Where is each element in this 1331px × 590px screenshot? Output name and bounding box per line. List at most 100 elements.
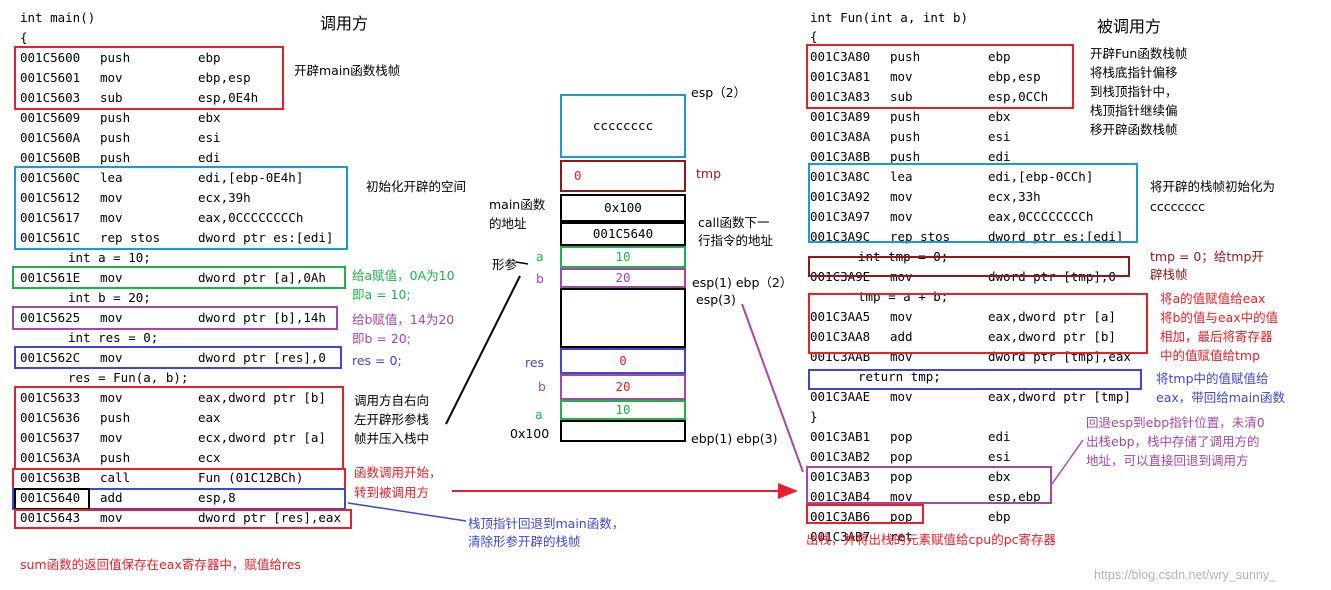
asm-arg: ebx [198,110,221,125]
add-ab-notes-line: 相加，最后将寄存器 [1160,329,1273,344]
asm-arg: edi,[ebp-0E4h] [198,170,304,185]
label-b: b [536,271,544,286]
esp-ebp-line [741,303,804,473]
label-a2: a [535,407,543,422]
note-call-2: 转到被调用方 [354,485,430,500]
asm-op: add [890,329,913,344]
asm-op: mov [100,390,123,405]
source-text: int res = 0; [68,330,159,345]
asm-addr: 001C3A9C [810,229,871,244]
asm-arg: ecx [198,450,221,465]
label-esp2: esp（2） [691,85,747,100]
asm-addr: 001C3A80 [810,49,871,64]
asm-arg: esi [988,449,1011,464]
asm-op: push [890,149,921,164]
note-assign-a-2: 即a = 10; [352,287,411,302]
stack-cell [560,420,686,442]
asm-addr: 001C5612 [20,190,81,205]
fun-header: int Fun(int a, int b) [810,10,969,25]
asm-arg: Fun (01C12BCh) [198,470,304,485]
stack-cell: 001C5640 [560,222,686,246]
asm-op: pop [890,469,913,484]
source-text: tmp = a + b; [858,289,949,304]
asm-op: push [100,450,131,465]
note-tmp-zero-2: 辟栈帧 [1150,267,1188,282]
asm-arg: eax,0CCCCCCCCh [198,210,304,225]
asm-op: push [890,109,921,124]
brace-text: } [810,409,818,424]
asm-op: mov [890,189,913,204]
label-esp1-ebp2: esp(1) ebp（2） [692,275,793,290]
main-brace: { [20,30,28,45]
asm-addr: 001C3AB2 [810,449,871,464]
asm-addr: 001C560B [20,150,81,165]
asm-arg: eax,dword ptr [b] [988,329,1116,344]
asm-op: mov [100,210,123,225]
asm-arg: dword ptr [res],eax [198,510,341,525]
asm-arg: ebp [988,509,1011,524]
asm-arg: edi,[ebp-0CCh] [988,169,1094,184]
note-assign-res: res = 0; [352,353,402,368]
note-main-prologue: 开辟main函数栈帧 [294,63,401,78]
asm-arg: edi [988,429,1011,444]
asm-addr: 001C5617 [20,210,81,225]
source-text: int b = 20; [68,290,151,305]
asm-addr: 001C3A97 [810,209,871,224]
add-ab-notes-line: 将a的值赋值给eax [1160,291,1266,306]
asm-op: sub [100,90,123,105]
asm-addr: 001C3AB1 [810,429,871,444]
asm-addr: 001C5609 [20,110,81,125]
asm-op: mov [890,69,913,84]
fun-prologue-notes-line: 到栈顶指针中， [1090,84,1178,99]
epilogue-notes-line: 出栈ebp，栈中存储了调用方的 [1086,434,1260,449]
asm-op: mov [100,310,123,325]
stack-cell: 20 [560,268,686,288]
add-ab-notes-line: 中的值赋值给tmp [1160,348,1261,363]
asm-arg: ebx [988,469,1011,484]
cleanup-line [347,502,467,522]
asm-op: push [100,130,131,145]
stack-cell: 10 [560,246,686,268]
asm-op: push [100,150,131,165]
asm-addr: 001C3A92 [810,189,871,204]
asm-addr: 001C3AB7 [810,529,871,544]
asm-addr: 001C5625 [20,310,81,325]
asm-addr: 001C3A8A [810,129,871,144]
note-fun-init-1: 将开辟的栈帧初始化为 [1150,179,1276,194]
asm-addr: 001C5637 [20,430,81,445]
asm-addr: 001C3A8C [810,169,871,184]
label-main-addr-1: main函数 [489,197,546,212]
asm-op: push [100,110,131,125]
asm-addr: 001C560A [20,130,81,145]
asm-addr: 001C3AB3 [810,469,871,484]
note-cleanup-2: 清除形参开辟的栈帧 [468,534,581,549]
asm-op: mov [890,209,913,224]
source-text: return tmp; [858,369,941,384]
add-ab-notes-line: 将b的值与eax中的值 [1160,310,1279,325]
label-tmp: tmp [696,166,722,181]
asm-op: mov [890,489,913,504]
asm-op: push [890,49,921,64]
asm-op: pop [890,449,913,464]
label-call-next-1: call函数下一 [698,215,770,230]
note-ret: 出栈，并将出栈的元素赋值给cpu的pc寄存器 [806,532,1057,547]
asm-addr: 001C5643 [20,510,81,525]
asm-arg: eax,0CCCCCCCCh [988,209,1094,224]
params-line [515,261,529,265]
note-assign-a-1: 给a赋值，0A为10 [352,268,455,283]
asm-addr: 001C3A8B [810,149,871,164]
epilogue-notes-line: 地址，可以直接回退到调用方 [1086,453,1249,468]
asm-addr: 001C5636 [20,410,81,425]
asm-addr: 001C3AAE [810,389,871,404]
note-ret-eax-2: eax，带回给main函数 [1156,390,1285,405]
asm-addr: 001C5633 [20,390,81,405]
asm-op: mov [890,389,913,404]
stack-cell: 10 [560,400,686,420]
asm-op: push [100,410,131,425]
source-text: res = Fun(a, b); [68,370,189,385]
asm-addr: 001C3AA5 [810,309,871,324]
asm-arg: ecx,33h [988,189,1041,204]
asm-op: rep stos [100,230,161,245]
asm-addr: 001C3A89 [810,109,871,124]
asm-op: mov [100,350,123,365]
